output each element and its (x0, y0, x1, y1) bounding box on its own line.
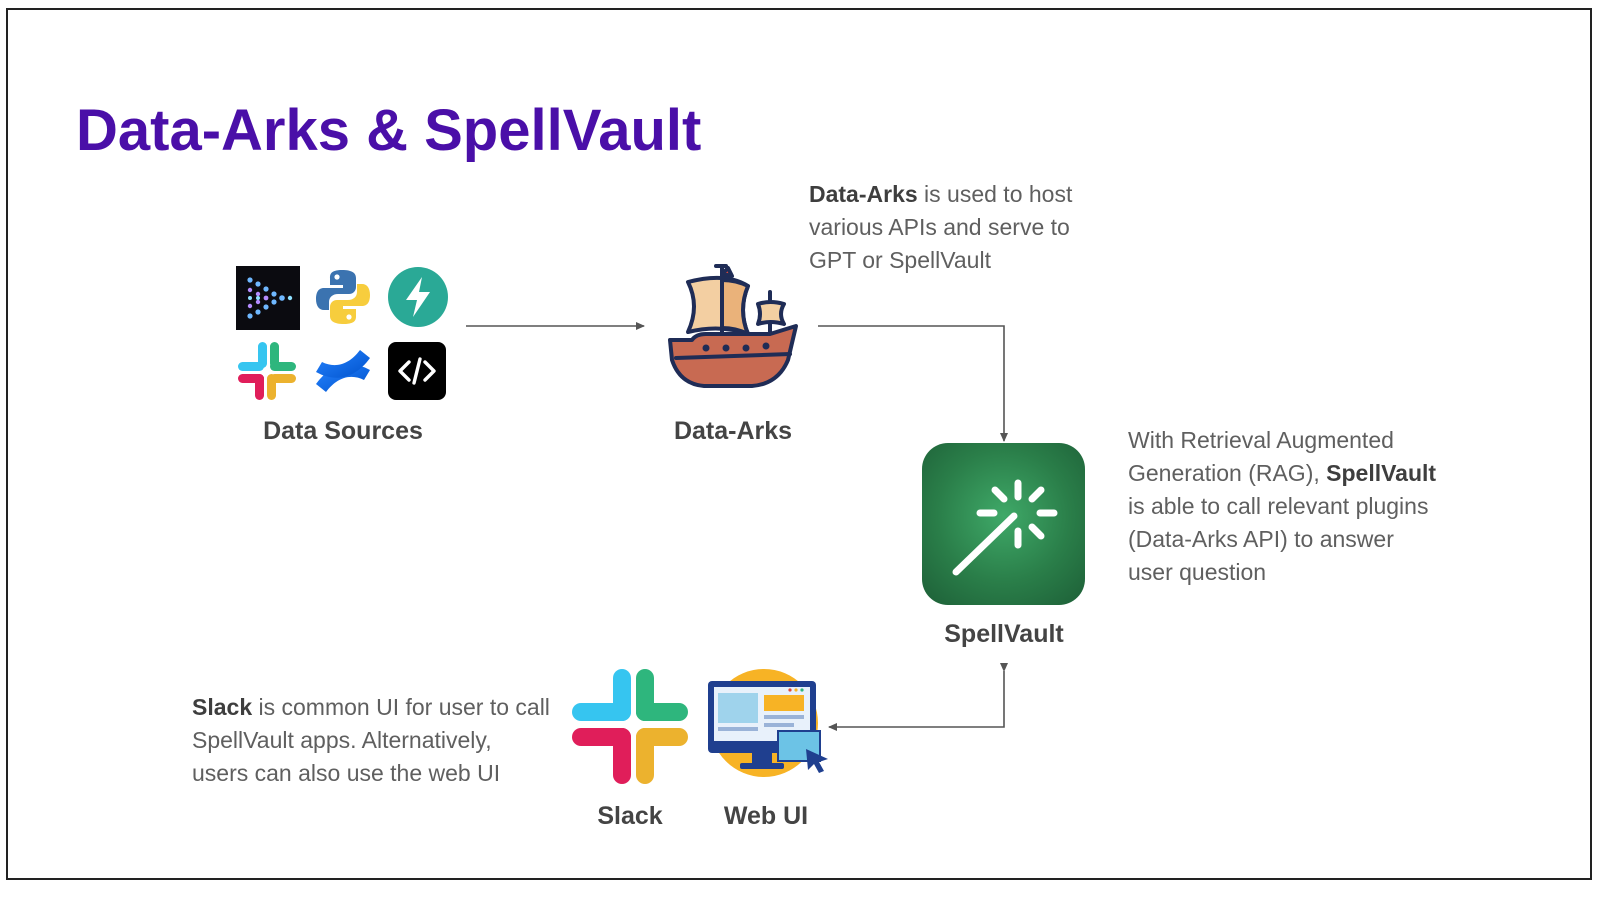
confluence-icon (316, 350, 370, 392)
code-icon (388, 342, 446, 400)
web-ui-label: Web UI (723, 802, 809, 830)
spellvault-note-post: is able to call relevant plugins (Data-A… (1128, 493, 1429, 585)
spellvault-note: With Retrieval Augmented Generation (RAG… (1128, 424, 1443, 589)
web-ui-monitor-icon[interactable] (704, 667, 832, 777)
spellvault-node[interactable] (922, 443, 1085, 605)
edge-data-arks-to-spellvault (818, 325, 1008, 442)
magic-wand-icon (952, 479, 1058, 576)
slack-label: Slack (597, 802, 663, 830)
data-sources-label: Data Sources (263, 417, 423, 445)
arrow-dots-icon (236, 266, 300, 330)
data-arks-note: Data-Arks is used to host various APIs a… (809, 178, 1119, 277)
spellvault-note-pre: With Retrieval Augmented Generation (RAG… (1128, 427, 1394, 486)
page-title: Data-Arks & SpellVault (76, 98, 702, 163)
slack-icon (238, 342, 296, 400)
slack-note-bold: Slack (192, 694, 253, 720)
data-sources-icons (236, 266, 450, 402)
spellvault-label: SpellVault (944, 620, 1064, 648)
spellvault-note-bold: SpellVault (1326, 460, 1437, 486)
data-arks-note-text: is used to host various APIs and serve t… (809, 181, 1073, 273)
ship-icon (668, 264, 798, 388)
slack-note: Slack is common UI for user to call Spel… (192, 691, 552, 790)
edge-spellvault-web-ui (828, 663, 1008, 731)
data-arks-note-bold: Data-Arks (809, 181, 918, 207)
slack-note-text: is common UI for user to call SpellVault… (192, 694, 550, 786)
fastapi-icon (388, 267, 448, 327)
slack-large-icon[interactable] (570, 667, 690, 787)
python-icon (316, 270, 370, 324)
data-arks-label: Data-Arks (673, 417, 793, 445)
